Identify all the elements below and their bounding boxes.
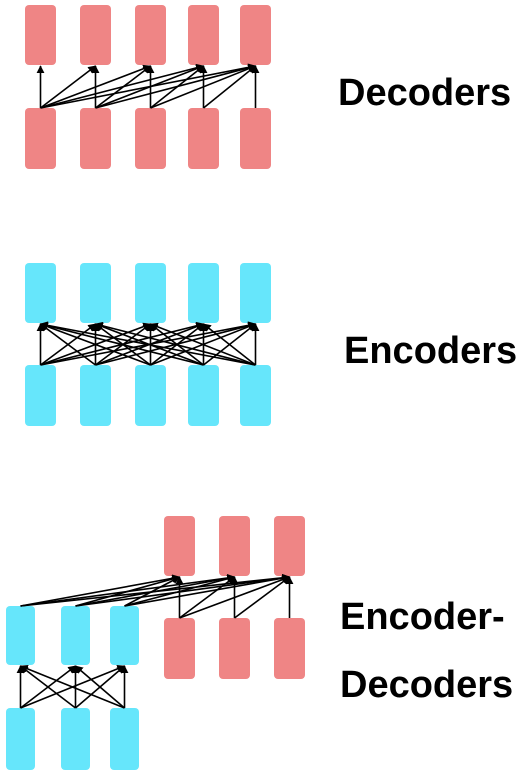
decoder-output-block: [135, 5, 166, 65]
causal-attention-arrow: [40, 63, 205, 109]
causal-attention-arrow: [95, 63, 257, 109]
encoder-output-block: [25, 263, 56, 323]
encoder-input-block: [110, 708, 139, 770]
encoder-output-block: [80, 263, 111, 323]
decoder-output-block: [219, 516, 250, 576]
decoder-output-block: [25, 5, 56, 65]
encoder-input-block: [135, 365, 166, 426]
encoder-input-block: [80, 365, 111, 426]
cross-attention-arrow: [75, 574, 291, 607]
decoder-causal-attention-arrow: [179, 575, 291, 619]
decoder-input-block: [135, 108, 166, 169]
causal-attention-arrow: [40, 64, 152, 109]
decoder-input-block: [274, 618, 305, 679]
decoder-output-block: [80, 5, 111, 65]
bidirectional-attention-arrow: [203, 323, 257, 366]
decoder-input-block: [80, 108, 111, 169]
causal-attention-arrow: [40, 65, 97, 109]
decoder-input-block: [240, 108, 271, 169]
cross-attention-arrow: [20, 574, 181, 607]
decoder-input-block: [188, 108, 219, 169]
encoder-input-block: [25, 365, 56, 426]
encoder-input-block: [240, 365, 271, 426]
encoder-output-block: [110, 606, 139, 665]
encoder-input-block: [188, 365, 219, 426]
decoder-input-block: [164, 618, 195, 679]
encoder-input-block: [6, 708, 35, 770]
decoder-input-block: [25, 108, 56, 169]
encoder-output-block: [135, 263, 166, 323]
encoder-output-block: [240, 263, 271, 323]
decoder-output-block: [164, 516, 195, 576]
decoder-input-block: [219, 618, 250, 679]
encoder-output-block: [188, 263, 219, 323]
causal-attention-arrow: [40, 63, 257, 109]
encoders-label: Encoders: [344, 330, 518, 372]
encoder-decoders-diagram: [6, 516, 305, 770]
cross-attention-arrow: [124, 574, 291, 607]
encoder-decoders-label-line1: Encoder-: [340, 596, 505, 638]
bidirectional-attention-arrow: [95, 321, 257, 366]
causal-attention-arrow: [202, 65, 257, 109]
decoders-diagram: [25, 5, 271, 169]
decoder-output-block: [188, 5, 219, 65]
cross-attention-arrow: [20, 573, 291, 607]
encoder-attention-arrow: [20, 664, 126, 709]
encoder-attention-arrow: [20, 665, 77, 709]
encoder-attention-arrow: [74, 665, 126, 709]
bidirectional-attention-arrow: [150, 322, 257, 366]
bidirectional-attention-arrow: [40, 322, 152, 366]
encoder-output-block: [6, 606, 35, 665]
encoders-diagram: [25, 263, 271, 426]
bidirectional-attention-arrow: [40, 321, 205, 366]
encoder-decoders-label-line2: Decoders: [340, 664, 514, 706]
bidirectional-attention-arrow: [40, 321, 257, 366]
decoder-output-block: [274, 516, 305, 576]
cross-attention-arrow: [20, 574, 236, 607]
encoder-output-block: [61, 606, 90, 665]
bidirectional-attention-arrow: [40, 323, 97, 366]
encoder-input-block: [61, 708, 90, 770]
decoder-causal-attention-arrow: [179, 576, 236, 619]
decoder-output-block: [240, 5, 271, 65]
causal-attention-arrow: [150, 64, 257, 109]
decoder-causal-attention-arrow: [234, 576, 291, 619]
decoders-label: Decoders: [338, 72, 512, 114]
